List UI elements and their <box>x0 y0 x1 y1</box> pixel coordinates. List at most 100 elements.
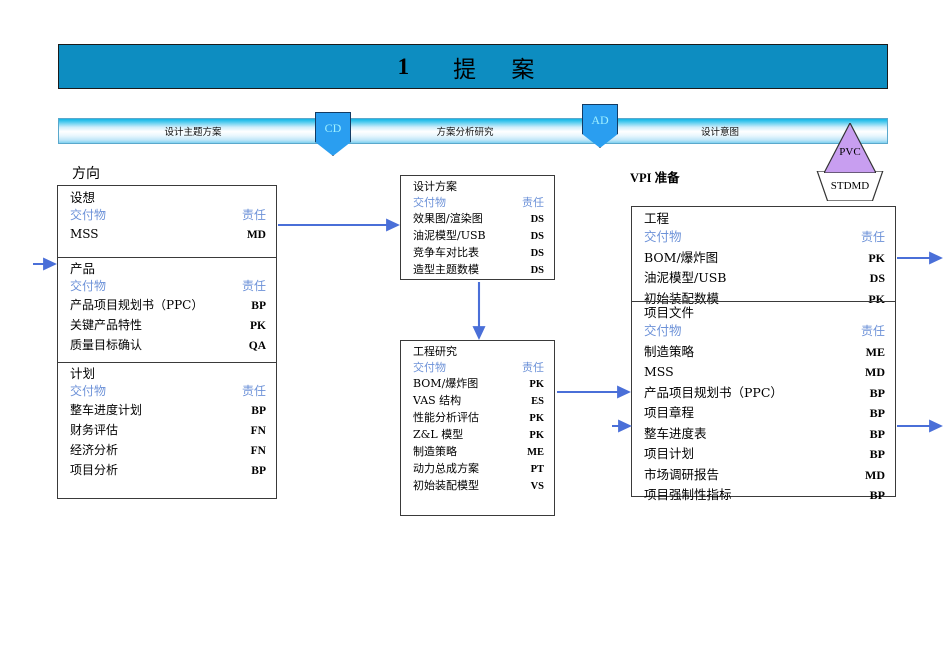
gate-marker-pvc-stdmd[interactable]: PVC STDMD <box>810 123 890 201</box>
left-section-1: 设想 交付物 责任 MSS MD <box>58 186 276 248</box>
column-heading-vpi: VPI 准备 <box>630 171 680 185</box>
mid-bottom-section: 工程研究 交付物 责任 BOM/爆炸图 PK VAS 结构 ES 性能分析评估 … <box>401 341 554 498</box>
owner-code: VS <box>530 481 544 492</box>
table-header-row: 交付物 责任 <box>413 195 544 211</box>
owner-code: MD <box>865 365 885 379</box>
owner-code: PK <box>529 379 544 390</box>
table-row: 经济分析 FN <box>70 441 266 461</box>
deliverable-name: 初始装配模型 <box>413 479 479 492</box>
owner-code: ES <box>531 396 544 407</box>
table-row: 效果图/渲染图 DS <box>413 211 544 228</box>
deliverable-header: 交付物 <box>644 323 682 338</box>
table-header-row: 交付物 责任 <box>70 206 266 225</box>
owner-code: MD <box>246 229 266 241</box>
table-header-row: 交付物 责任 <box>413 360 544 376</box>
section-divider <box>632 301 895 302</box>
table-row: 制造策略 ME <box>644 342 885 363</box>
owner-code: BP <box>251 405 266 417</box>
engineering-research-box: 工程研究 交付物 责任 BOM/爆炸图 PK VAS 结构 ES 性能分析评估 … <box>400 340 555 516</box>
table-header-row: 交付物 责任 <box>644 321 885 342</box>
table-row: 关键产品特性 PK <box>70 316 266 336</box>
table-header-row: 交付物 责任 <box>70 277 266 296</box>
deliverable-name: Z&L 模型 <box>413 428 464 441</box>
deliverable-name: 整车进度计划 <box>70 403 143 417</box>
owner-code: PT <box>530 464 544 475</box>
table-row: 油泥模型/USB DS <box>644 268 885 289</box>
table-row: 整车进度计划 BP <box>70 401 266 421</box>
table-row: 油泥模型/USB DS <box>413 228 544 245</box>
owner-code: PK <box>868 291 885 306</box>
deliverable-name: 项目分析 <box>70 463 119 477</box>
deliverable-name: 产品项目规划书（PPC） <box>70 298 204 312</box>
deliverable-name: 产品项目规划书（PPC） <box>644 384 783 400</box>
owner-code: PK <box>529 413 544 424</box>
owner-code: PK <box>868 250 885 265</box>
left-section-3: 计划 交付物 责任 整车进度计划 BP 财务评估 FN 经济分析 FN 项目分析… <box>58 362 276 484</box>
table-row: 项目分析 BP <box>70 461 266 481</box>
owner-code: DS <box>530 214 544 225</box>
triangle-outline-icon <box>824 123 876 173</box>
milestone-marker-ad-label: AD <box>591 113 609 127</box>
table-row: VAS 结构 ES <box>413 393 544 410</box>
table-row: 项目强制性指标 BP <box>644 485 885 506</box>
section-title: 产品 <box>70 261 96 276</box>
responsible-header: 责任 <box>241 279 266 293</box>
table-row: 性能分析评估 PK <box>413 410 544 427</box>
left-deliverables-box: 设想 交付物 责任 MSS MD 产品 交付物 责任 产品项目规划书（PPC） … <box>57 185 277 499</box>
mid-top-section: 设计方案 交付物 责任 效果图/渲染图 DS 油泥模型/USB DS 竞争车对比… <box>401 176 554 282</box>
deliverable-name: 油泥模型/USB <box>413 229 486 242</box>
milestone-marker-ad[interactable]: AD <box>582 104 618 148</box>
section-title: 项目文件 <box>644 305 695 320</box>
vpi-deliverables-box: 工程 交付物 责任 BOM/爆炸图 PK 油泥模型/USB DS 初始装配数模 … <box>631 206 896 502</box>
table-row: MSS MD <box>70 225 266 245</box>
table-header-row: 交付物 责任 <box>644 227 885 248</box>
table-row: 项目章程 BP <box>644 403 885 424</box>
deliverable-name: 油泥模型/USB <box>644 270 727 285</box>
deliverable-header: 交付物 <box>413 361 446 374</box>
milestone-marker-cd-label: CD <box>324 121 342 135</box>
deliverable-name: 性能分析评估 <box>413 411 479 424</box>
table-row: 整车进度表 BP <box>644 424 885 445</box>
responsible-header: 责任 <box>241 208 266 222</box>
trapezoid-shape-icon <box>817 171 883 201</box>
responsible-header: 责任 <box>860 324 885 338</box>
milestone-marker-cd[interactable]: CD <box>315 112 351 156</box>
responsible-header: 责任 <box>522 361 544 374</box>
deliverable-header: 交付物 <box>70 208 107 222</box>
column-heading-direction: 方向 <box>72 166 100 182</box>
responsible-header: 责任 <box>522 196 544 209</box>
owner-code: PK <box>250 320 266 332</box>
gate-pvc-label: PVC <box>839 146 861 158</box>
right-section-2: 项目文件 交付物 责任 制造策略 ME MSS MD 产品项目规划书（PPC） … <box>632 301 895 509</box>
owner-code: BP <box>869 406 885 420</box>
section-title: 工程 <box>644 211 670 226</box>
table-row: 产品项目规划书（PPC） BP <box>70 296 266 316</box>
deliverable-name: 项目强制性指标 <box>644 487 732 502</box>
deliverable-header: 交付物 <box>644 229 682 244</box>
table-header-row: 交付物 责任 <box>70 382 266 401</box>
section-title: 设计方案 <box>413 180 457 193</box>
responsible-header: 责任 <box>860 230 885 244</box>
deliverable-name: 造型主题数模 <box>413 263 479 276</box>
table-row: 项目计划 BP <box>644 444 885 465</box>
design-proposal-box: 设计方案 交付物 责任 效果图/渲染图 DS 油泥模型/USB DS 竞争车对比… <box>400 175 555 280</box>
owner-code: DS <box>530 248 544 259</box>
owner-code: DS <box>869 271 885 285</box>
deliverable-name: 制造策略 <box>413 445 457 458</box>
table-row: 造型主题数模 DS <box>413 262 544 279</box>
section-divider <box>58 362 276 363</box>
owner-code: BP <box>251 300 266 312</box>
table-row: 质量目标确认 QA <box>70 336 266 356</box>
table-row: 初始装配模型 VS <box>413 478 544 495</box>
table-row: BOM/爆炸图 PK <box>644 248 885 269</box>
owner-code: ME <box>527 447 544 458</box>
deliverable-name: 质量目标确认 <box>70 338 143 352</box>
section-title: 设想 <box>70 190 96 205</box>
owner-code: FN <box>250 445 266 457</box>
responsible-header: 责任 <box>241 384 266 398</box>
right-section-1: 工程 交付物 责任 BOM/爆炸图 PK 油泥模型/USB DS 初始装配数模 … <box>632 207 895 312</box>
table-row: Z&L 模型 PK <box>413 427 544 444</box>
owner-code: BP <box>869 447 885 461</box>
deliverable-name: BOM/爆炸图 <box>644 249 719 265</box>
